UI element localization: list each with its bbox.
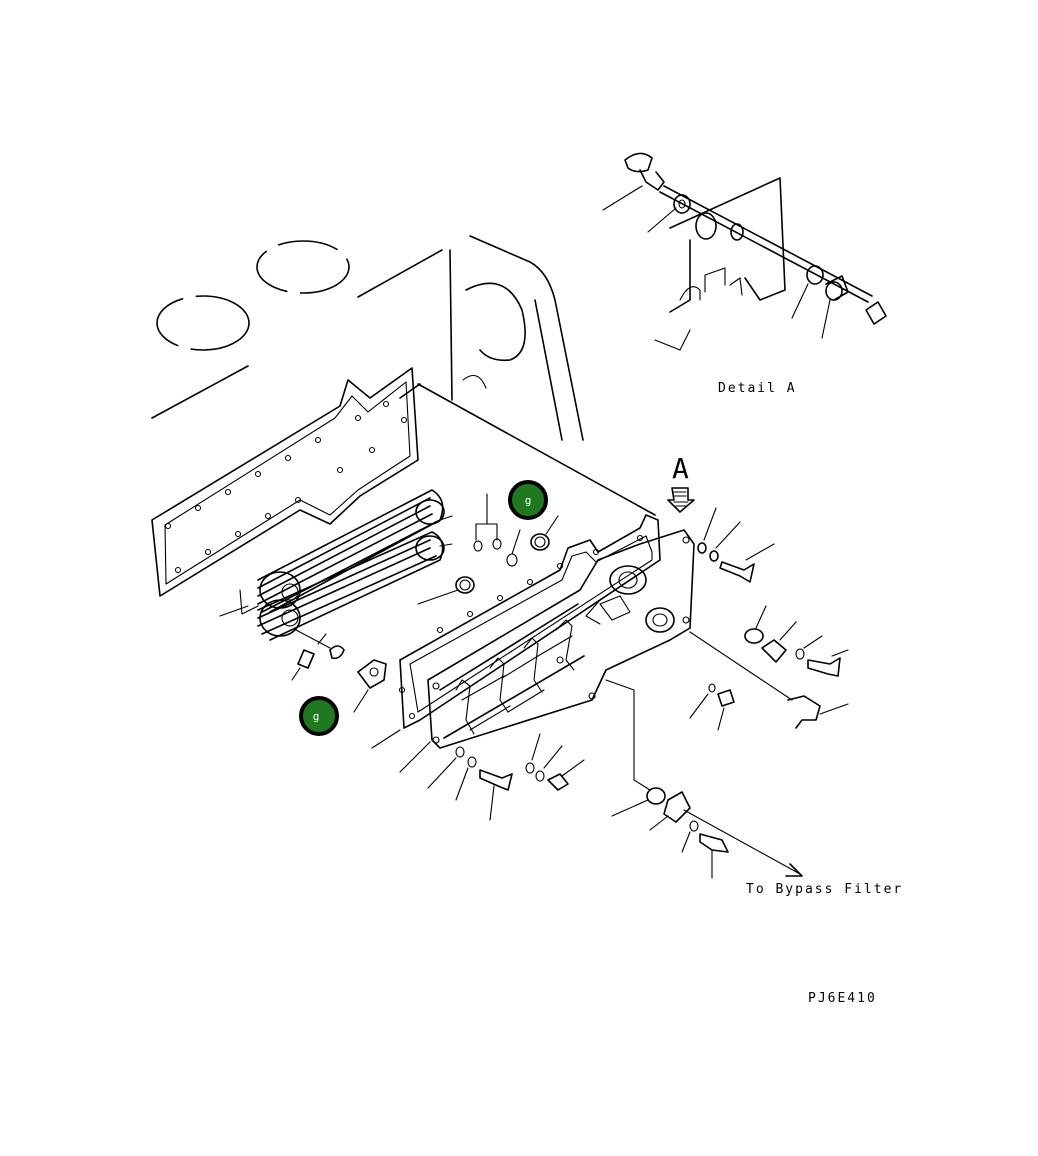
- detail-a-view: Detail A: [602, 152, 887, 396]
- fasteners-right: [689, 507, 849, 731]
- view-arrow-a: A: [667, 452, 695, 513]
- view-arrow-a-label: A: [672, 452, 689, 485]
- small-parts-left: [291, 629, 387, 713]
- badge-circle: [508, 480, 548, 520]
- oil-cooler-core: [219, 489, 453, 641]
- engine-block-outline: [151, 235, 584, 441]
- drawing-code: PJ6E410: [808, 991, 877, 1006]
- cooler-gasket-front: [371, 514, 661, 749]
- o-rings-centre: [417, 493, 559, 605]
- oil-cooler-cover: [399, 529, 695, 773]
- fasteners-lower: To Bypass Filter: [427, 679, 903, 897]
- cooler-gasket-rear: [151, 367, 656, 597]
- badge-label: g: [313, 710, 320, 723]
- detail-a-label: Detail A: [718, 381, 797, 396]
- badge-label: g: [525, 494, 532, 507]
- badge-circle: [299, 696, 339, 736]
- highlight-badge-lower[interactable]: g: [299, 696, 339, 736]
- bypass-filter-label: To Bypass Filter: [746, 882, 903, 897]
- highlight-badge-upper[interactable]: g: [508, 480, 548, 520]
